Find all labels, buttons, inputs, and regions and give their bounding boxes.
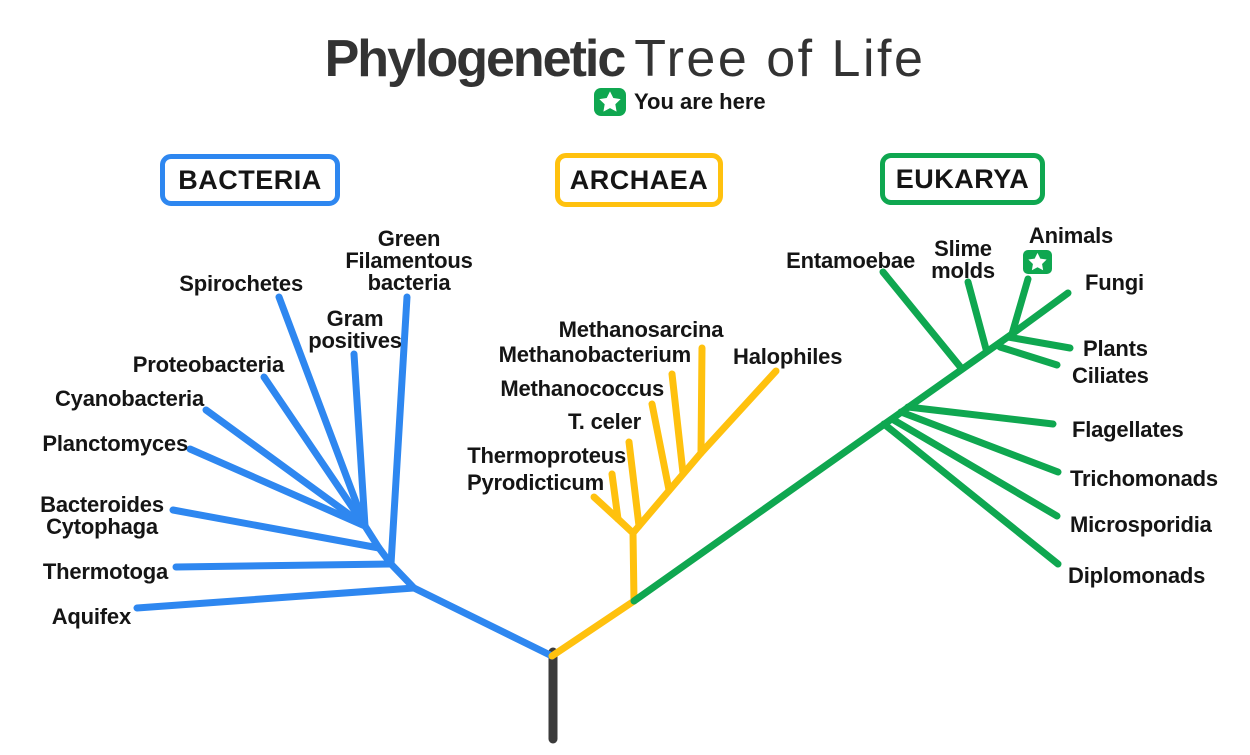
diplomonads-branch — [880, 420, 1062, 568]
green-filamentous-branch — [387, 293, 411, 568]
planctomyces-branch — [186, 445, 369, 530]
entamoebae-label: Entamoebae — [786, 248, 915, 273]
page-title-light: Tree of Life — [634, 30, 926, 89]
eukarya-spine — [630, 330, 1016, 605]
thermotoga-branch — [172, 560, 395, 571]
microsporidia-branch — [888, 415, 1061, 520]
methanobacterium-label: Methanobacterium — [499, 342, 691, 367]
halophiles-branch — [697, 367, 780, 457]
cyanobacteria-branch — [202, 406, 369, 530]
proteobacteria-branch — [260, 373, 369, 530]
animals-label: Animals — [1029, 223, 1113, 248]
ciliates-branch — [996, 343, 1061, 369]
pyrodicticum-label: Pyrodicticum — [467, 470, 604, 495]
legend-label: You are here — [634, 89, 766, 114]
animals-branch — [1008, 275, 1032, 338]
methanosarcina-label: Methanosarcina — [559, 317, 725, 342]
spirochetes-label: Spirochetes — [179, 271, 303, 296]
diplomonads-label: Diplomonads — [1068, 563, 1205, 588]
aquifex-label: Aquifex — [52, 604, 132, 629]
flagellates-branch — [904, 403, 1057, 428]
halophiles-label: Halophiles — [733, 344, 842, 369]
bacteroides-cytophaga-branch — [169, 506, 383, 552]
t-celer-branch — [625, 438, 643, 530]
ciliates-label: Ciliates — [1072, 363, 1149, 388]
star-icon — [1028, 252, 1047, 271]
methanobacterium-branch — [668, 370, 687, 477]
legend-star-badge — [594, 88, 626, 116]
domain-label-bacteria: BACTERIA — [160, 154, 340, 206]
thermoproteus-branch — [608, 470, 622, 523]
domain-label-bacteria-text: BACTERIA — [178, 164, 322, 195]
star-icon — [599, 91, 621, 112]
star-badge-icon — [594, 88, 626, 116]
trichomonads-label: Trichomonads — [1070, 466, 1218, 491]
gram-positives-branch — [350, 350, 369, 530]
plants-label: Plants — [1083, 336, 1148, 361]
plants-branch — [1004, 333, 1074, 352]
methanococcus-label: Methanococcus — [500, 376, 664, 401]
domain-label-archaea-text: ARCHAEA — [569, 164, 709, 195]
slime-molds-branch — [964, 278, 990, 353]
domain-label-eukarya-text: EUKARYA — [895, 163, 1030, 194]
domain-label-eukarya: EUKARYA — [880, 153, 1045, 205]
microsporidia-label: Microsporidia — [1070, 512, 1213, 537]
thermoproteus-label: Thermoproteus — [467, 443, 626, 468]
thermotoga-label: Thermotoga — [43, 559, 169, 584]
cyanobacteria-label: Cyanobacteria — [55, 386, 205, 411]
methanococcus-branch — [648, 400, 673, 494]
aquifex-branch — [133, 584, 418, 612]
fungi-branch — [1008, 289, 1072, 338]
archaea-stem — [548, 529, 638, 660]
t-celer-label: T. celer — [568, 409, 642, 434]
page-title-bold: Phylogenetic — [324, 30, 627, 89]
trichomonads-branch — [897, 408, 1062, 476]
entamoebae-branch — [879, 268, 966, 373]
animals-star-badge — [1023, 250, 1052, 274]
proteobacteria-label: Proteobacteria — [133, 352, 285, 377]
you-are-here-legend: You are here — [594, 88, 766, 116]
domain-label-archaea: ARCHAEA — [555, 153, 723, 207]
planctomyces-label: Planctomyces — [42, 431, 188, 456]
spirochetes-branch — [275, 293, 369, 530]
fungi-label: Fungi — [1085, 270, 1144, 295]
flagellates-label: Flagellates — [1072, 417, 1184, 442]
